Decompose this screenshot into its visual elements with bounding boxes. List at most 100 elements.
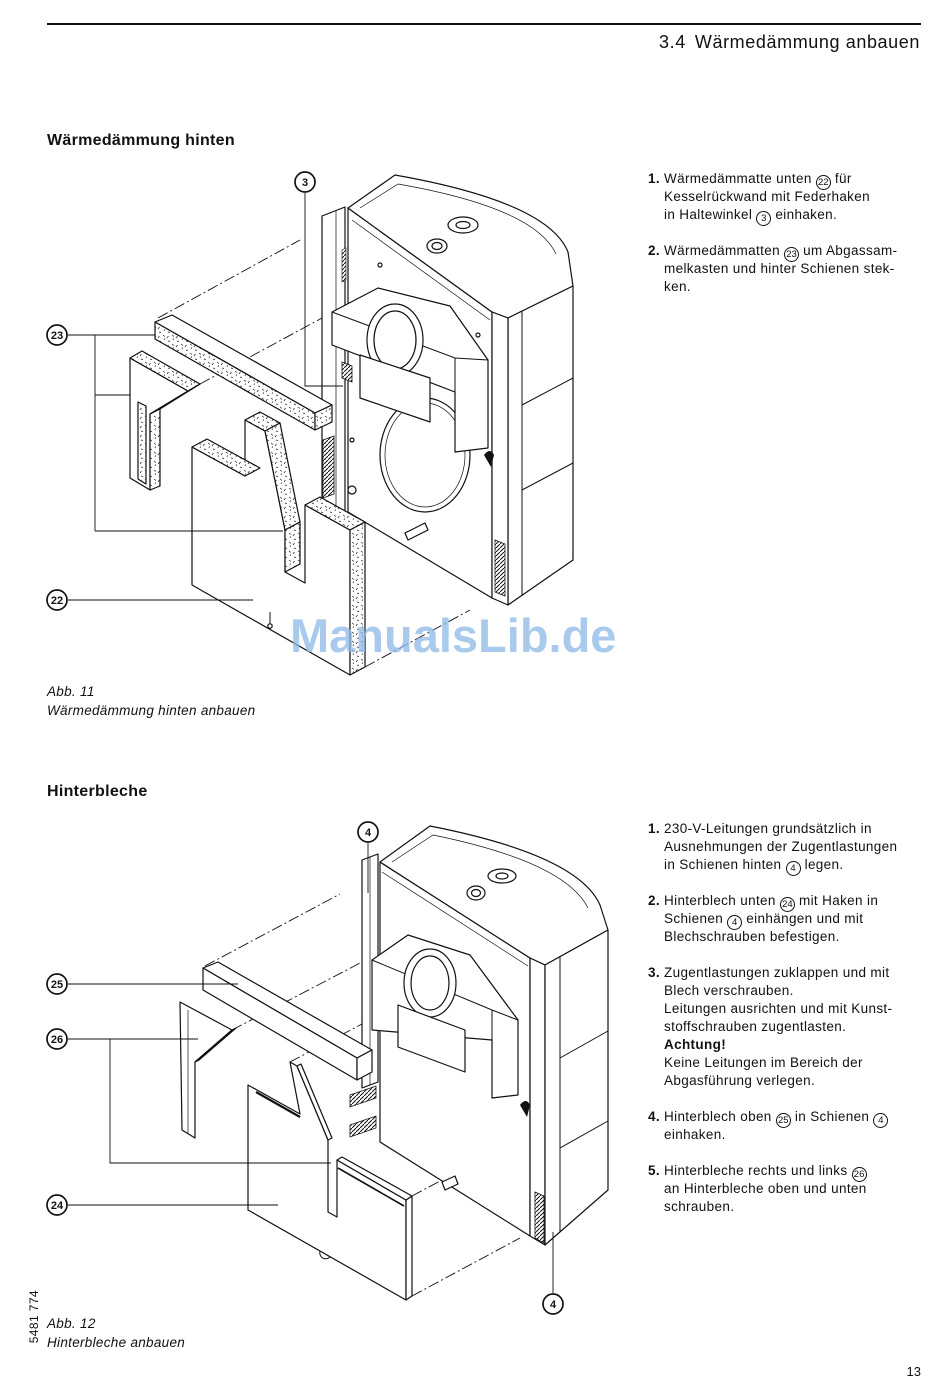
- spring-hook: [341, 361, 353, 383]
- sensor-pin: [441, 1175, 459, 1191]
- strain-relief: [349, 1115, 377, 1138]
- figure-caption-12: Abb. 12 Hinterbleche anbauen: [47, 1314, 185, 1352]
- step-line: melkasten und hinter Schienen stek-: [664, 260, 897, 278]
- part-reference-number: 26: [851, 1167, 867, 1182]
- text-segment: Abgasführung verlegen.: [664, 1073, 816, 1088]
- step-line: in Schienen hinten 4 legen.: [664, 856, 897, 876]
- step-line: Blech verschrauben.: [664, 982, 892, 1000]
- text-segment: melkasten und hinter Schienen stek-: [664, 261, 895, 276]
- heading-rear-insulation: Wärmedämmung hinten: [47, 132, 235, 149]
- step-number: 4.: [648, 1109, 660, 1124]
- caption-text: Wärmedämmung hinten anbauen: [47, 703, 256, 718]
- rear-panel-25-top: [202, 961, 373, 1081]
- text-segment: Leitungen ausrichten und mit Kunst-: [664, 1001, 893, 1016]
- step-line: Wärmedämmatten 23 um Abgassam-: [664, 242, 898, 262]
- text-segment: um Abgassam-: [799, 243, 898, 258]
- text-segment: legen.: [800, 857, 844, 872]
- step-line: an Hinterbleche oben und unten: [664, 1180, 867, 1198]
- step-line: Achtung!: [664, 1036, 892, 1054]
- document-number: 5481 774: [27, 1290, 41, 1344]
- text-segment: in Schienen hinten: [664, 857, 786, 872]
- step-line: Hinterblech unten 24 mit Haken in: [664, 892, 878, 912]
- step-line: Wärmedämmatte unten 22 für: [664, 170, 870, 190]
- heading-rear-panels: Hinterbleche: [47, 783, 148, 800]
- callout-holding-bracket: 3: [294, 171, 343, 387]
- text-segment: einhängen und mit: [742, 911, 864, 926]
- step-line: ken.: [664, 278, 897, 296]
- step-text: Wärmedämmatten 23 um Abgassam-melkasten …: [664, 242, 897, 296]
- text-segment: stoffschrauben zugentlasten.: [664, 1019, 847, 1034]
- callout-panel-bottom: 24: [46, 1194, 278, 1216]
- insulation-mat-23-top: [154, 314, 333, 431]
- step-line: in Haltewinkel 3 einhaken.: [664, 206, 870, 226]
- text-segment: 230-V-Leitungen grundsätzlich in: [664, 821, 872, 836]
- figure-caption-11: Abb. 11 Wärmedämmung hinten anbauen: [47, 682, 255, 720]
- step-line: Hinterbleche rechts und links 26: [664, 1162, 867, 1182]
- text-segment: Keine Leitungen im Bereich der: [664, 1055, 863, 1070]
- section-number: 3.4: [659, 32, 686, 52]
- part-reference-number: 3: [756, 211, 772, 226]
- step-line: Zugentlastungen zuklappen und mit: [664, 964, 892, 982]
- text-segment: Zugentlastungen zuklappen und mit: [664, 965, 890, 980]
- insulation-mat-23-side: [129, 350, 201, 491]
- step-line: Leitungen ausrichten und mit Kunst-: [664, 1000, 892, 1018]
- rear-rail-right: [491, 311, 509, 606]
- step-2: 2.Wärmedämmatten 23 um Abgassam-melkaste…: [648, 242, 897, 296]
- step-line: einhaken.: [664, 1126, 888, 1144]
- callout-insulation-mat-bottom: 22: [46, 589, 253, 611]
- part-reference-number: 4: [873, 1113, 889, 1128]
- text-segment: für: [830, 171, 852, 186]
- step-text: 230-V-Leitungen grundsätzlich in Ausnehmu…: [664, 820, 897, 876]
- page-number: 13: [906, 1364, 921, 1379]
- step-number: 1.: [648, 171, 660, 186]
- warning-label: Achtung!: [664, 1037, 727, 1052]
- boiler-top-cover: [347, 174, 574, 319]
- step-line: Abgasführung verlegen.: [664, 1072, 892, 1090]
- step-line: schrauben.: [664, 1198, 867, 1216]
- text-segment: Hinterblech oben: [664, 1109, 776, 1124]
- text-segment: schrauben.: [664, 1199, 735, 1214]
- callout-insulation-mats: 23: [46, 324, 283, 532]
- figure-rear-panels: 4 25 26 24 4: [46, 821, 609, 1315]
- part-reference-number: 23: [784, 247, 800, 262]
- text-segment: in Haltewinkel: [664, 207, 757, 222]
- part-reference-number: 22: [815, 175, 831, 190]
- caption-text: Hinterbleche anbauen: [47, 1335, 186, 1350]
- text-segment: Wärmedämmatten: [664, 243, 785, 258]
- callout-panel-top: 25: [46, 973, 238, 995]
- step-line: Kesselrückwand mit Federhaken: [664, 188, 870, 206]
- text-segment: einhaken.: [664, 1127, 726, 1142]
- callout-label: 4: [550, 1299, 557, 1311]
- part-reference-number: 4: [785, 861, 801, 876]
- part-reference-number: 4: [727, 915, 743, 930]
- callout-label: 25: [51, 979, 63, 991]
- text-segment: Ausnehmungen der Zugentlastungen: [664, 839, 898, 854]
- callout-label: 23: [51, 330, 63, 342]
- step-line: Keine Leitungen im Bereich der: [664, 1054, 892, 1072]
- text-segment: in Schienen: [790, 1109, 874, 1124]
- step-line: Ausnehmungen der Zugentlastungen: [664, 838, 897, 856]
- rear-panel-24-bottom: [247, 1061, 413, 1301]
- boiler-side-panel: [507, 285, 574, 606]
- callout-rails-top: 4: [357, 821, 379, 893]
- figure-rear-insulation: 3 23 22: [46, 171, 574, 676]
- callout-label: 24: [51, 1200, 64, 1212]
- callout-rails-bottom: 4: [542, 1232, 564, 1315]
- step-line: stoffschrauben zugentlasten.: [664, 1018, 892, 1036]
- callout-label: 3: [302, 177, 308, 189]
- boiler-top-cover: [379, 825, 609, 966]
- step-number: 3.: [648, 965, 660, 980]
- text-segment: Blech verschrauben.: [664, 983, 794, 998]
- text-segment: Hinterblech unten: [664, 893, 780, 908]
